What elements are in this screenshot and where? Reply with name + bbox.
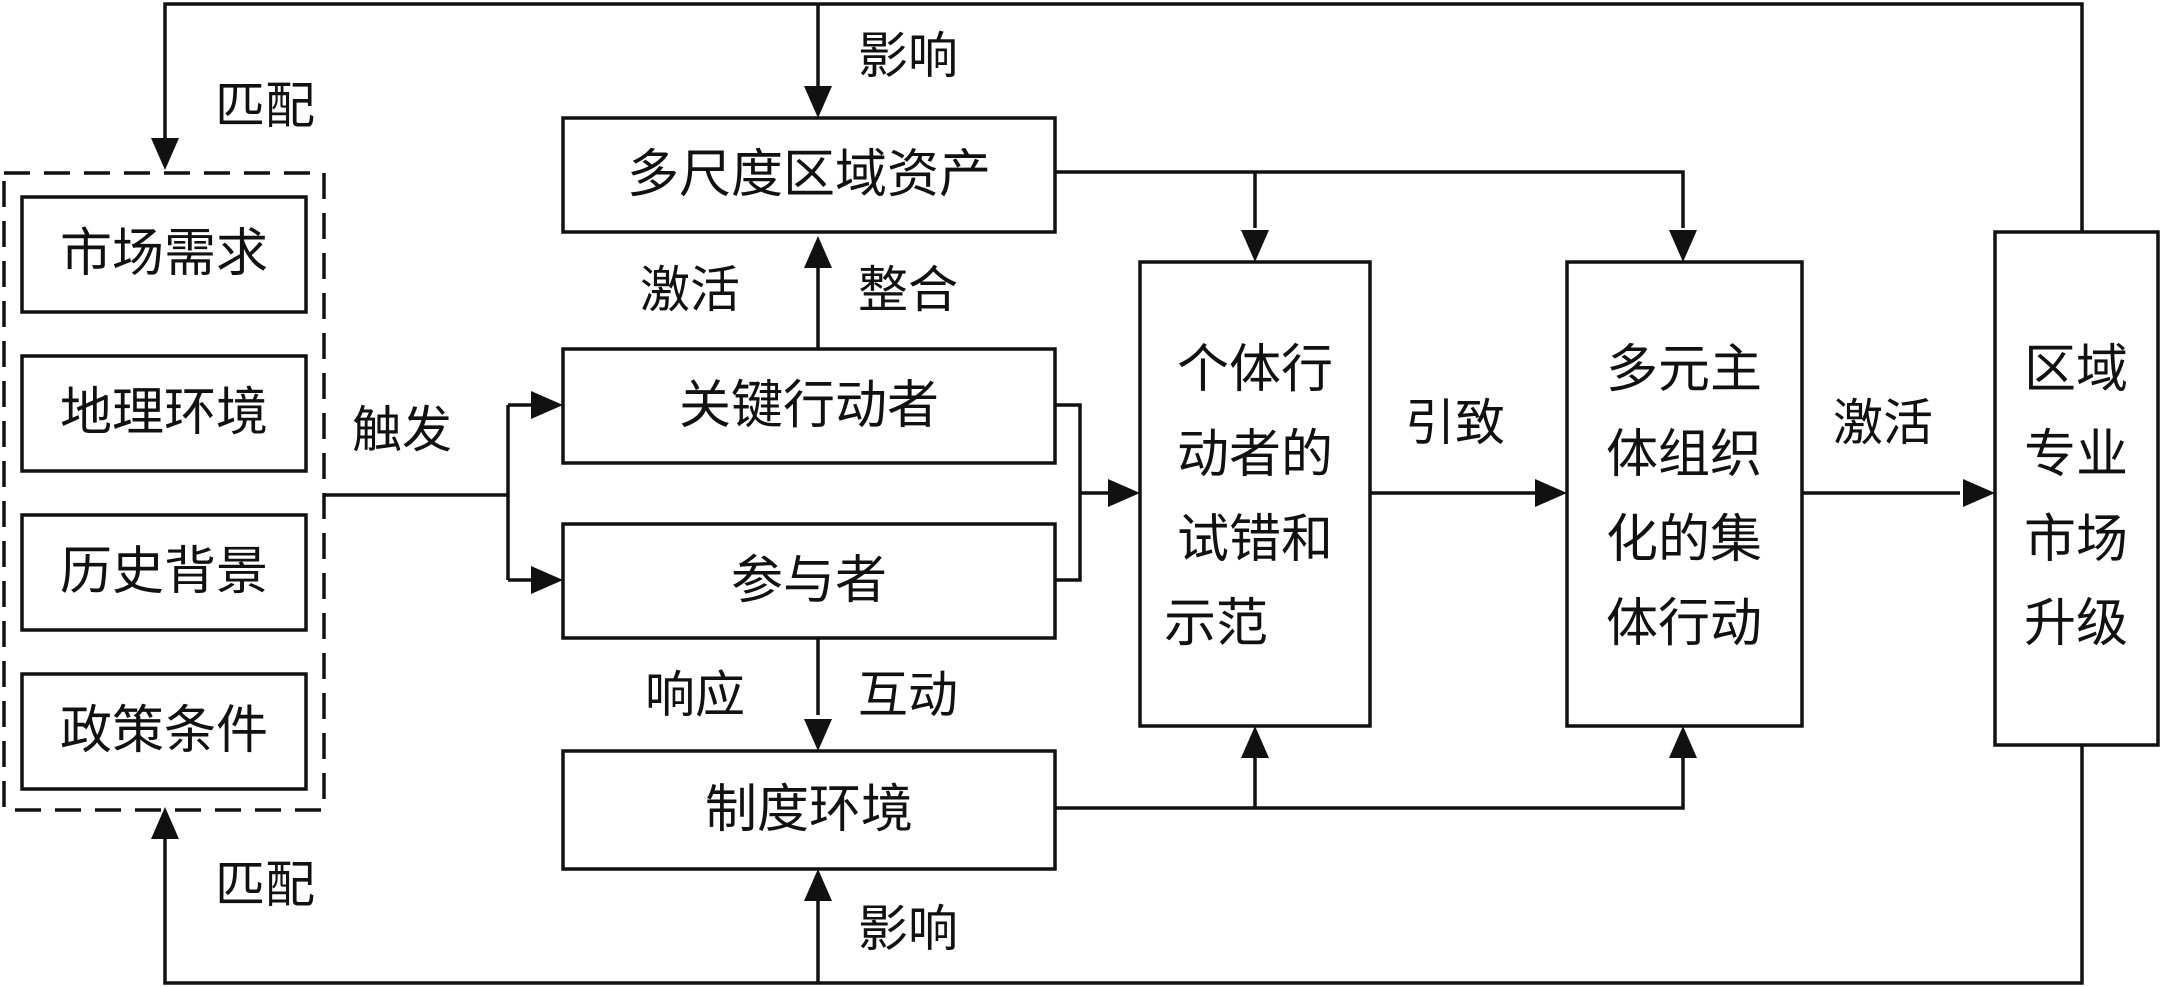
node-institutional-env: 制度环境 (705, 780, 913, 840)
factor-box-geography (20, 354, 308, 473)
label-activate-right: 激活 (1833, 394, 1933, 452)
arrowhead-assets-to-trial (1241, 230, 1269, 262)
arrowhead-influence-bottom (804, 869, 832, 901)
arrowhead-to-key-actors (531, 391, 563, 419)
label-influence-top: 影响 (858, 27, 958, 85)
label-lead-to: 引致 (1405, 394, 1505, 452)
arrowhead-institution-to-trial (1241, 726, 1269, 758)
label-respond: 响应 (645, 666, 745, 724)
node-individual-trial-line: 动者的 (1177, 425, 1333, 485)
arrowhead-to-participants (531, 566, 563, 594)
arrowhead-assets-to-collective (1669, 230, 1697, 262)
node-box-collective-action (1565, 260, 1804, 728)
connector-institution-up (1055, 755, 1685, 810)
node-individual-trial-line: 个体行 (1177, 340, 1333, 400)
node-collective-action-line: 体组织 (1606, 425, 1762, 485)
label-match-bottom: 匹配 (215, 856, 315, 914)
feedback-loop-bottom (163, 745, 2084, 985)
node-regional-assets: 多尺度区域资产 (627, 145, 991, 205)
conditions-group (2, 171, 326, 812)
node-individual-trial-line: 示范 (1164, 594, 1268, 654)
factor-history: 历史背景 (60, 542, 268, 602)
node-box-market-upgrade (1993, 230, 2160, 747)
factor-geography: 地理环境 (60, 383, 268, 443)
node-market-upgrade-line: 市场 (2024, 510, 2128, 570)
arrowhead-institution-to-collective (1669, 726, 1697, 758)
node-market-upgrade-line: 专业 (2024, 425, 2128, 485)
label-activate-left: 激活 (640, 261, 740, 319)
label-interact: 互动 (858, 666, 958, 724)
label-match-top: 匹配 (215, 77, 315, 135)
node-collective-action: 多元主 体组织 化的集 体行动 (1606, 340, 1762, 654)
factor-box-market-demand (20, 195, 308, 314)
arrowhead-influence-top (804, 86, 832, 118)
factor-market-demand: 市场需求 (60, 224, 268, 284)
node-market-upgrade-line: 区域 (2024, 340, 2128, 400)
node-market-upgrade-line: 升级 (2024, 594, 2128, 654)
node-collective-action-line: 体行动 (1606, 594, 1762, 654)
node-market-upgrade: 区域 专业 市场 升级 (2024, 340, 2128, 654)
label-influence-bottom: 影响 (858, 900, 958, 958)
node-collective-action-line: 多元主 (1606, 340, 1762, 400)
node-box-regional-assets (561, 116, 1057, 234)
arrowhead-to-assets (804, 236, 832, 268)
arrowhead-to-collective (1535, 479, 1567, 507)
node-box-individual-trial (1138, 260, 1372, 728)
arrowhead-to-institution (804, 719, 832, 751)
node-box-key-actors (561, 347, 1057, 465)
node-individual-trial: 个体行 动者的 试错和 示范 (1164, 340, 1333, 654)
node-box-participants (561, 522, 1057, 640)
node-box-institutional-env (561, 749, 1057, 871)
label-integrate: 整合 (858, 261, 958, 319)
factor-box-policy (20, 672, 308, 791)
label-trigger: 触发 (352, 401, 452, 459)
connector-trigger (324, 403, 540, 582)
node-collective-action-line: 化的集 (1606, 510, 1762, 570)
factor-box-history (20, 513, 308, 632)
arrowhead-to-trial (1108, 479, 1140, 507)
connector-assets-down (1055, 170, 1685, 228)
factor-policy: 政策条件 (60, 701, 268, 761)
feedback-loop-top (163, 2, 2084, 232)
arrowhead-to-upgrade (1963, 479, 1995, 507)
node-individual-trial-line: 试错和 (1177, 510, 1333, 570)
arrowhead-match-bottom (151, 807, 179, 839)
connector-actors-to-trial (1055, 403, 1110, 582)
arrowhead-match-top (151, 138, 179, 170)
node-key-actors: 关键行动者 (679, 376, 939, 436)
node-participants: 参与者 (731, 551, 887, 611)
